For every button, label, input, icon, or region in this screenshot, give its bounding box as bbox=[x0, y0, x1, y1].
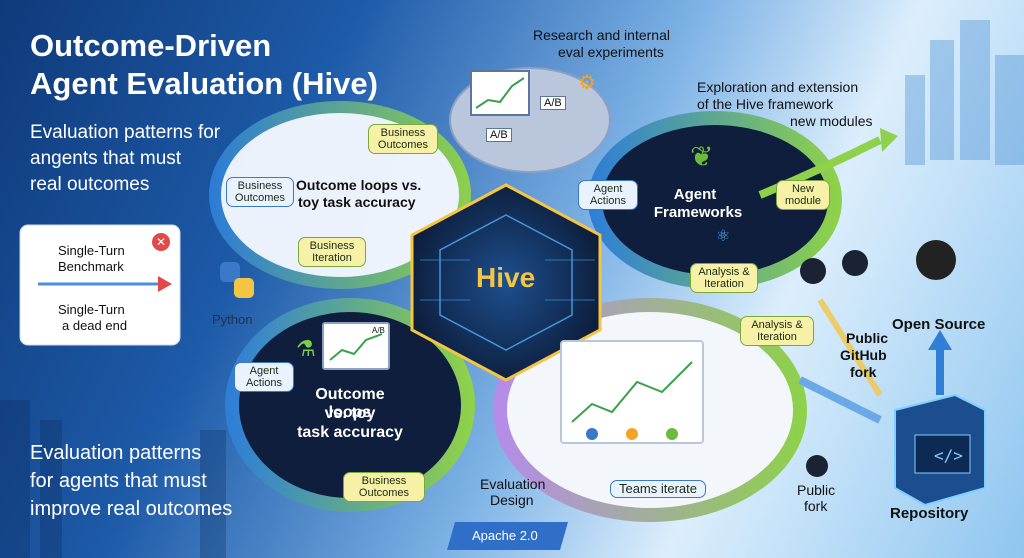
research-line2: eval experiments bbox=[558, 44, 664, 60]
gear-icon: ⚙ bbox=[578, 72, 596, 94]
ab-chip-research-a: A/B bbox=[540, 96, 566, 110]
subtitle-bottom-line1: Evaluation patterns bbox=[30, 442, 202, 464]
exploration-line3: new modules bbox=[790, 113, 873, 129]
github-octocat-icon bbox=[916, 240, 956, 280]
github-fork-line1: Public bbox=[846, 330, 889, 346]
label-analysis-iteration-teams: Analysis & Iteration bbox=[740, 316, 814, 346]
label-business-outcomes-bottom: Business Outcomes bbox=[343, 472, 425, 502]
python-logo-shape bbox=[220, 262, 254, 298]
exploration-line2: of the Hive framework bbox=[697, 96, 834, 112]
public-fork-line2: fork bbox=[804, 498, 828, 514]
open-source-label: Open Source bbox=[892, 316, 986, 333]
label-business-iteration: Business Iteration bbox=[298, 237, 366, 267]
github-fork-line3: fork bbox=[850, 364, 877, 380]
github-fork-line2: GitHub bbox=[840, 347, 887, 363]
research-line1: Research and internal bbox=[533, 27, 670, 43]
benchmark-line3: Single-Turn bbox=[58, 302, 125, 317]
label-agent-actions-frameworks: Agent Actions bbox=[578, 180, 638, 210]
team-whiteboard-icon bbox=[560, 340, 704, 444]
python-label: Python bbox=[212, 312, 253, 327]
label-new-module: New module bbox=[776, 180, 830, 210]
research-chart-icon bbox=[470, 70, 530, 116]
subtitle-bottom-line2: for agents that must bbox=[30, 470, 207, 492]
label-agent-actions-left: Agent Actions bbox=[234, 362, 294, 392]
frameworks-center-line2: Frameworks bbox=[653, 204, 743, 221]
ab-chip-bottom: A/B bbox=[372, 326, 385, 335]
exploration-line1: Exploration and extension bbox=[697, 79, 859, 95]
hive-hexagon bbox=[410, 183, 602, 382]
public-fork-line1: Public bbox=[797, 482, 836, 498]
github-small-icon bbox=[806, 455, 828, 477]
github-fork-icon-right bbox=[842, 250, 868, 276]
chart-monitor-icon bbox=[322, 322, 390, 370]
label-business-outcomes-top: Business Outcomes bbox=[368, 124, 438, 154]
bottom-loop-center-line1: Outcome loops bbox=[315, 386, 385, 421]
benchmark-line1: Single-Turn bbox=[58, 243, 125, 258]
subtitle-bottom-line3: improve real outcomes bbox=[30, 498, 233, 520]
bottom-loop-center-line2: vs. toy bbox=[324, 405, 376, 422]
subtitle-top-line1: Evaluation patterns for bbox=[30, 122, 221, 143]
label-teams-iterate: Teams iterate bbox=[610, 480, 706, 498]
ab-chip-research-b: A/B bbox=[486, 128, 512, 142]
page-title-line1: Outcome-Driven bbox=[30, 28, 272, 63]
benchmark-line2: Benchmark bbox=[58, 259, 124, 274]
top-loop-center-line1: Outcome loops vs. bbox=[296, 177, 422, 193]
sprout-icon: ❦ bbox=[690, 141, 714, 172]
bottom-left-loop-ring bbox=[225, 298, 475, 512]
bottom-loop-center-line3: task accuracy bbox=[297, 424, 403, 441]
license-badge: Apache 2.0 bbox=[472, 528, 538, 543]
page-title-line2: Agent Evaluation (Hive) bbox=[30, 66, 378, 101]
top-loop-center-line2: toy task accuracy bbox=[298, 194, 416, 210]
github-fork-icon-left bbox=[800, 258, 826, 284]
hive-label: Hive bbox=[476, 262, 536, 293]
flask-icon: ⚗ bbox=[296, 336, 316, 361]
benchmark-line4: a dead end bbox=[62, 318, 128, 333]
subtitle-top-line2: angents that must bbox=[30, 148, 182, 169]
subtitle-top-line3: real outcomes bbox=[30, 174, 150, 195]
repository-label: Repository bbox=[890, 505, 969, 522]
label-business-outcomes-left: Business Outcomes bbox=[226, 177, 294, 207]
svg-text:✕: ✕ bbox=[156, 235, 166, 249]
evaluation-design-line2: Design bbox=[490, 492, 534, 508]
frameworks-center-line1: Agent bbox=[673, 186, 717, 203]
label-analysis-iteration-frameworks: Analysis & Iteration bbox=[690, 263, 758, 293]
react-icon: ⚛ bbox=[716, 228, 731, 245]
evaluation-design-line1: Evaluation bbox=[480, 476, 546, 492]
code-brackets-icon: </> bbox=[934, 446, 963, 465]
